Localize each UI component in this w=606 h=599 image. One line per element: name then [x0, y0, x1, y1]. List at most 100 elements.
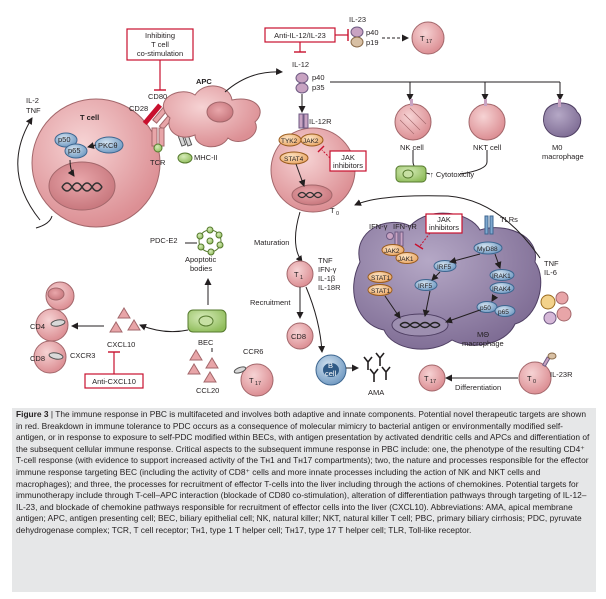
nk-cell [394, 99, 432, 141]
p50-p65-complex: p50 p65 [54, 132, 88, 159]
irf5-b: IRF5 [418, 283, 432, 290]
bcell-label2: cell [325, 369, 337, 378]
th0-lower-cell: T 0 [518, 352, 557, 395]
pkc-label: PKCθ [98, 141, 118, 150]
th1-sub: 1 [300, 275, 303, 281]
jak2-jak1-macro: JAK2 JAK1 [381, 244, 419, 264]
cd4-top-cell [45, 281, 75, 311]
jak2-label: JAK2 [303, 138, 319, 145]
cd8-center-label: CD8 [291, 332, 306, 341]
macro-jak2: JAK2 [384, 248, 400, 255]
p65-label: p65 [68, 146, 81, 155]
il12-receptor [298, 113, 309, 129]
caption-title: Figure 3 [16, 409, 49, 419]
apoptotic-label2: bodies [190, 264, 212, 273]
ifng-receptor [386, 231, 404, 247]
th17-top-sub: 17 [426, 39, 432, 45]
il12r-label: IL-12R [309, 117, 332, 126]
mhc-label: MHC-II [194, 153, 218, 162]
myd88-label: MyD88 [477, 246, 498, 253]
il6-right: IL-6 [544, 268, 557, 277]
ifngr-label: IFN-γR [393, 222, 417, 231]
cyt-tnf: TNF [318, 256, 333, 265]
irak1-label: IRAK1 [492, 273, 511, 280]
anti-il12-label: Anti-IL-12/IL-23 [274, 31, 326, 40]
th0-cell [270, 127, 356, 213]
irak1-irak4: IRAK1 IRAK4 [489, 269, 515, 294]
il2-label: IL-2 [26, 96, 39, 105]
tlrs-label: TLRs [500, 215, 518, 224]
cxcr3-label: CXCR3 [70, 351, 95, 360]
il23-cytokine [350, 26, 364, 48]
nkt-cell [468, 99, 506, 141]
th17-right-cell: T 17 [418, 364, 446, 392]
stat4: STAT4 [279, 151, 309, 165]
m0-label2: macrophage [542, 152, 584, 161]
pkc-theta: PKCθ [94, 136, 124, 154]
tnf-label: TNF [26, 106, 41, 115]
th17-lower-sub: 17 [255, 381, 261, 387]
cytotoxicity-bec [395, 165, 427, 183]
ama-antibodies [363, 352, 391, 382]
caption-text: | The immune response in PBC is multifac… [16, 409, 590, 535]
svg-text:T: T [420, 34, 425, 43]
th17-right-sub: 17 [430, 379, 436, 385]
jak-inhibitors-box-2 [425, 213, 463, 234]
jak-inhibitors-box-1 [329, 150, 367, 172]
svg-text:T: T [527, 374, 532, 383]
p50-label: p50 [58, 135, 71, 144]
macro-label2: macrophage [462, 339, 504, 348]
il12-p35: p35 [312, 83, 325, 92]
th17-top-cell: T 17 [411, 21, 445, 55]
pdc-label: PDC-E2 [150, 236, 178, 245]
maturation-label: Maturation [254, 238, 289, 247]
m0-macrophage [543, 99, 582, 138]
cd8-center-cell [286, 322, 314, 350]
tyk2-jak2: TYK2 JAK2 [278, 133, 324, 147]
small-right-cells [540, 291, 572, 325]
figure-caption: Figure 3 | The immune response in PBC is… [12, 408, 596, 592]
stat1-a: STAT1 [371, 275, 391, 282]
il12-label: IL-12 [292, 60, 309, 69]
bec-label: BEC [198, 338, 214, 347]
svg-text:T: T [330, 206, 335, 215]
svg-text:T: T [249, 376, 254, 385]
tcr-receptor [151, 127, 165, 153]
tcr-label: TCR [150, 158, 166, 167]
il23-p40: p40 [366, 28, 379, 37]
cd4-label: CD4 [30, 322, 45, 331]
il12-cytokine [295, 72, 309, 94]
macro-p65: p65 [498, 309, 509, 316]
cyt-il1b: IL-1β [318, 274, 336, 283]
cxcl10-label: CXCL10 [107, 340, 135, 349]
th17-lower-cell: T 17 [233, 363, 274, 397]
apc-cell [162, 85, 261, 148]
jak-inh2-line1: JAK [437, 215, 451, 224]
il12-p40: p40 [312, 73, 325, 82]
jak-inh1-line1: JAK [341, 153, 355, 162]
nk-label: NK cell [400, 143, 424, 152]
nkt-label: NKT cell [473, 143, 502, 152]
stat1-dimer: STAT1 STAT1 [367, 271, 393, 296]
irf5-a: IRF5 [437, 264, 451, 271]
stat1-b: STAT1 [371, 288, 391, 295]
il23r-label: IL-23R [550, 370, 573, 379]
ifng-label: IFN-γ [369, 222, 388, 231]
tlr-receptors [484, 215, 494, 235]
stat4-label: STAT4 [284, 156, 304, 163]
bcell-label1: B [328, 361, 333, 370]
cd28-label: CD28 [129, 104, 148, 113]
recruitment-label: Recruitment [250, 298, 291, 307]
ccr6-label: CCR6 [243, 347, 263, 356]
svg-text:T: T [424, 374, 429, 383]
cd8-left-label: CD8 [30, 354, 45, 363]
anti-cxcl10-label: Anti-CXCL10 [92, 377, 136, 386]
cyt-ifng: IFN-γ [318, 265, 337, 274]
jak-inh2-line2: inhibitors [429, 223, 459, 232]
ama-label: AMA [368, 388, 384, 397]
macro-label1: MΘ [477, 330, 489, 339]
irak4-label: IRAK4 [492, 286, 511, 293]
cd8-cell [33, 340, 67, 374]
p50-p65-macro: p50 p65 [476, 301, 516, 317]
macro-jak1: JAK1 [398, 256, 414, 263]
